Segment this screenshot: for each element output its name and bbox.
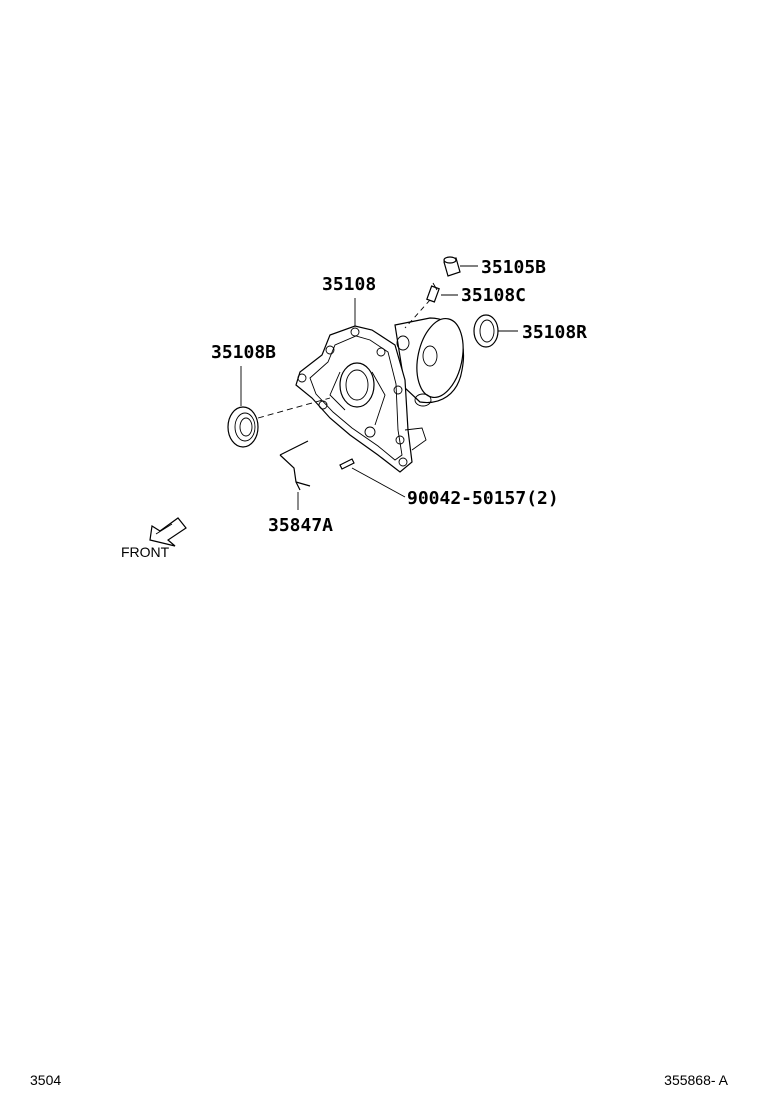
label-plug: 35105B: [481, 257, 546, 278]
breather-drawing: [404, 282, 458, 329]
pin-drawing: [339, 458, 406, 498]
transfer-case-drawing: [295, 317, 464, 473]
page-number: 3504: [30, 1072, 62, 1088]
label-case: 35108: [322, 274, 376, 295]
label-spring-clip: 35847A: [268, 515, 333, 536]
seal-right-drawing: [473, 314, 518, 348]
front-label: FRONT: [121, 544, 170, 560]
plug-drawing: [443, 256, 478, 277]
label-breather: 35108C: [461, 285, 526, 306]
drawing-id: 355868- A: [664, 1072, 728, 1088]
front-arrow-icon: [149, 517, 187, 547]
bearing-left-drawing: [227, 366, 331, 448]
label-bearing-left: 35108B: [211, 342, 276, 363]
spring-clip-drawing: [279, 440, 311, 510]
label-pin: 90042-50157(2): [407, 488, 559, 509]
label-seal-right: 35108R: [522, 322, 587, 343]
